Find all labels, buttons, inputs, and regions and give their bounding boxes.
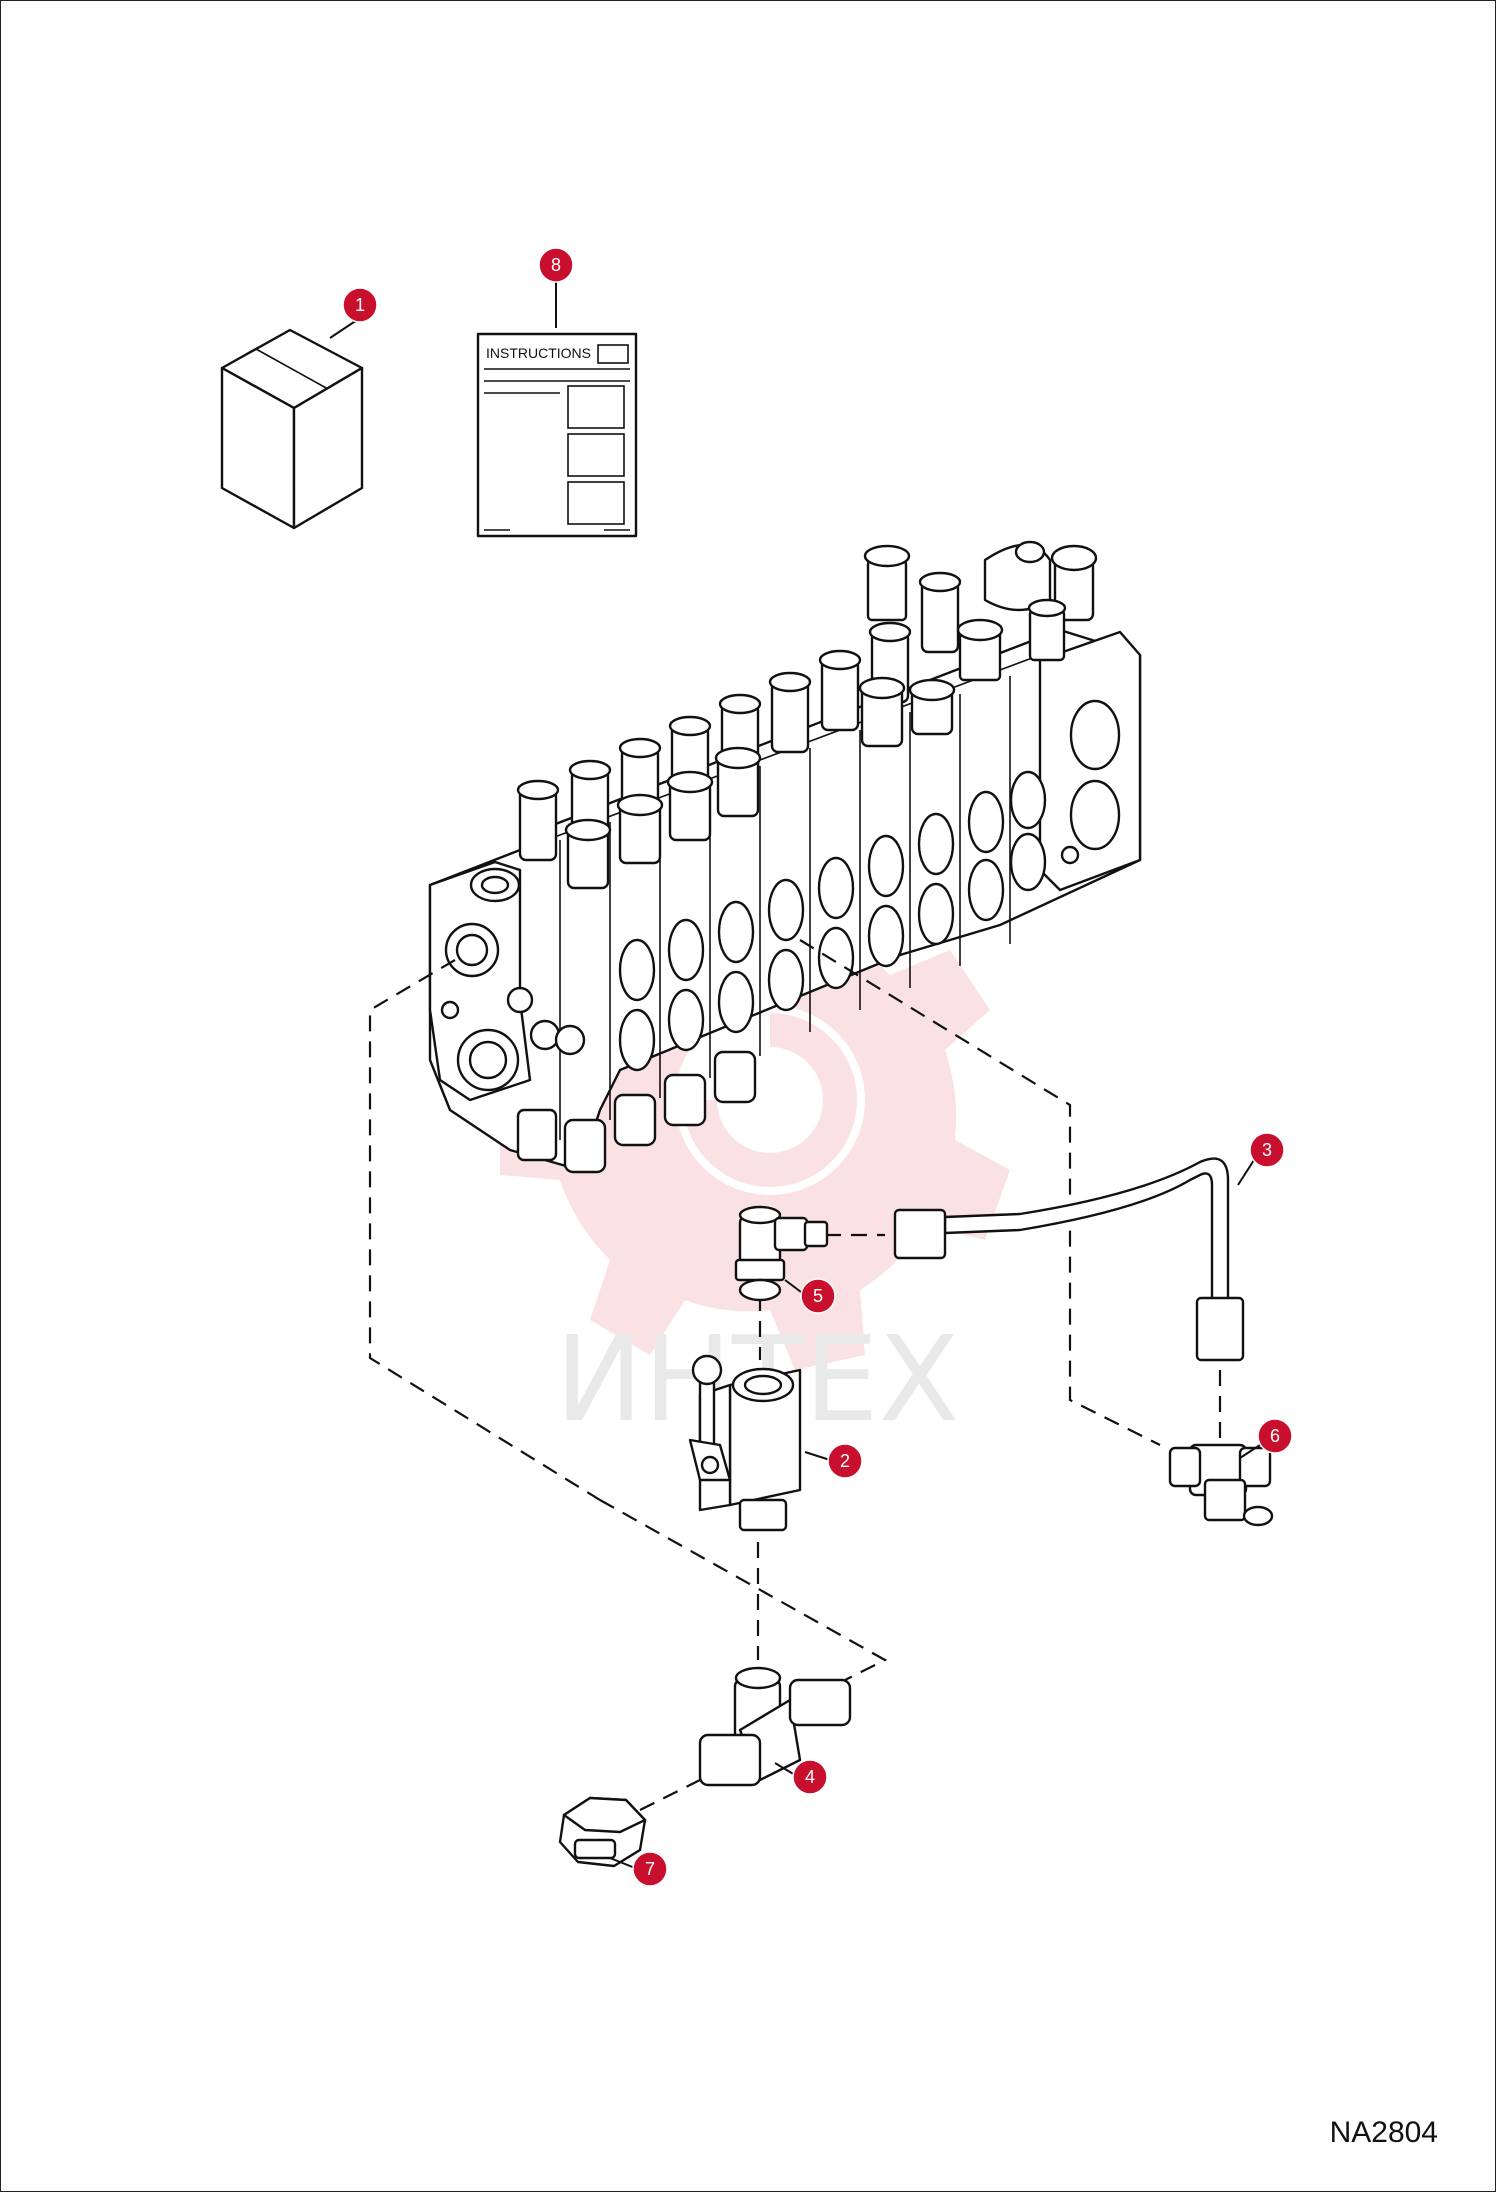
callouts: 1 8 3 5 2 6 4 bbox=[329, 247, 1293, 1887]
callout-1[interactable]: 1 bbox=[329, 287, 378, 339]
ball-valve-icon bbox=[688, 1354, 802, 1532]
svg-text:1: 1 bbox=[355, 295, 365, 315]
connection-paths bbox=[368, 939, 1222, 1811]
instructions-label: INSTRUCTIONS bbox=[486, 345, 591, 361]
callout-2[interactable]: 2 bbox=[804, 1443, 863, 1479]
control-valve-assembly bbox=[428, 540, 1142, 1174]
callout-8[interactable]: 8 bbox=[538, 247, 574, 328]
elbow-fitting-icon bbox=[734, 1205, 829, 1302]
callout-3[interactable]: 3 bbox=[1237, 1132, 1285, 1186]
instructions-sheet-icon: INSTRUCTIONS bbox=[476, 332, 638, 538]
run-tee-fitting-icon bbox=[1168, 1443, 1274, 1527]
inlet-end bbox=[428, 860, 586, 1102]
svg-text:2: 2 bbox=[840, 1451, 850, 1471]
svg-text:5: 5 bbox=[813, 1286, 823, 1306]
svg-text:8: 8 bbox=[551, 255, 561, 275]
spool-caps-front bbox=[564, 544, 956, 890]
relief-cartridges bbox=[956, 540, 1098, 682]
kit-box-icon bbox=[220, 328, 364, 530]
callout-5[interactable]: 5 bbox=[784, 1278, 836, 1314]
callout-6[interactable]: 6 bbox=[1239, 1418, 1293, 1459]
figure-id: NA2804 bbox=[1329, 2116, 1438, 2149]
tube-line-icon bbox=[893, 1157, 1245, 1362]
svg-text:6: 6 bbox=[1270, 1426, 1280, 1446]
svg-text:3: 3 bbox=[1262, 1140, 1272, 1160]
valve-sections bbox=[559, 676, 1121, 1140]
tee-fitting-icon bbox=[698, 1666, 852, 1787]
cap-nut-icon bbox=[558, 1796, 647, 1868]
callout-4[interactable]: 4 bbox=[774, 1759, 828, 1795]
spool-ends-bottom bbox=[516, 1050, 757, 1174]
svg-text:4: 4 bbox=[805, 1767, 815, 1787]
callout-7[interactable]: 7 bbox=[609, 1851, 668, 1887]
svg-text:7: 7 bbox=[645, 1859, 655, 1879]
